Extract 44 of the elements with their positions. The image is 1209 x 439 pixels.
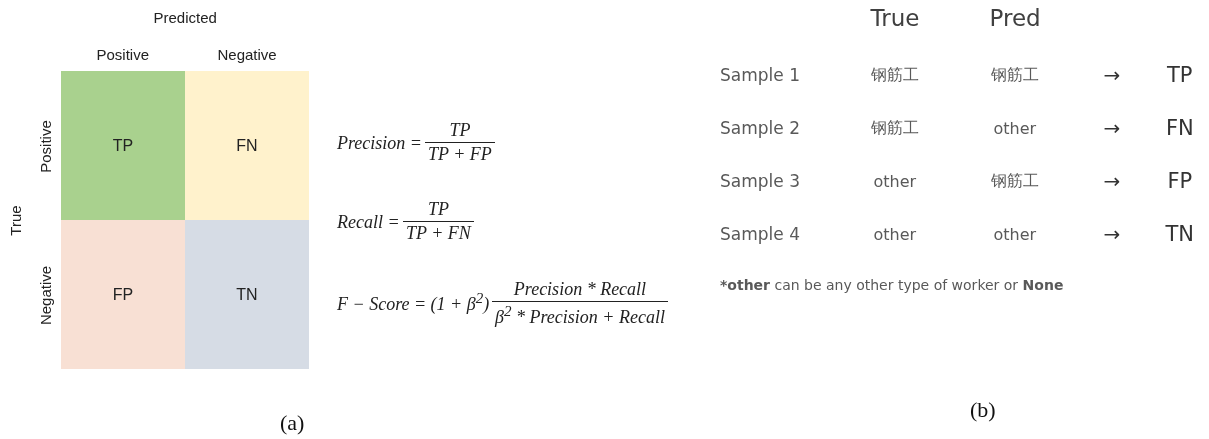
- arrow-symbol: →: [1103, 116, 1121, 140]
- table-cell: TN: [1165, 222, 1195, 246]
- row-header: Sample 3: [720, 171, 800, 191]
- row-header: Sample 4: [720, 224, 800, 244]
- column-header: Pred: [989, 5, 1041, 31]
- table-cell: FP: [1167, 169, 1193, 193]
- row-header: Sample 1: [720, 65, 800, 85]
- numerator: TP: [448, 120, 472, 142]
- footnote: *other can be any other type of worker or None: [720, 277, 1064, 293]
- denominator: TP + FN: [403, 221, 474, 244]
- arrow-symbol: →: [1103, 222, 1121, 246]
- formula-text: Recall =: [337, 211, 400, 233]
- row-header: Negative: [36, 265, 54, 325]
- arrow-symbol: →: [1103, 63, 1121, 87]
- numerator: Precision * Recall: [512, 279, 648, 301]
- table-cell: other: [993, 224, 1037, 244]
- formula-text: F − Score = (1 + β$^{2}$): [337, 289, 490, 315]
- table-cell: 钢筋工: [991, 170, 1039, 192]
- column-header: Negative: [217, 45, 277, 63]
- row-header: Positive: [36, 119, 54, 173]
- arrow-symbol: →: [1103, 169, 1121, 193]
- axis-title: True: [6, 204, 24, 236]
- panel-label: (b): [970, 397, 996, 423]
- table-cell: other: [873, 224, 917, 244]
- denominator: TP + FP: [425, 142, 495, 165]
- formula-text: Precision =: [337, 132, 422, 154]
- table-cell: other: [993, 118, 1037, 138]
- axis-title: Predicted: [153, 8, 217, 26]
- column-header: Positive: [96, 45, 150, 63]
- table-cell: 钢筋工: [991, 64, 1039, 86]
- numerator: TP: [426, 199, 450, 221]
- row-header: Sample 2: [720, 118, 800, 138]
- matrix-cell: TP: [61, 71, 185, 220]
- table-cell: 钢筋工: [871, 117, 919, 139]
- table-cell: 钢筋工: [871, 64, 919, 86]
- column-header: True: [870, 5, 920, 31]
- matrix-cell: FN: [185, 71, 309, 220]
- matrix-cell: TN: [185, 220, 309, 369]
- panel-label: (a): [280, 410, 305, 436]
- denominator: β$^{2}$ * Precision + Recall: [492, 301, 668, 328]
- table-cell: TP: [1167, 63, 1193, 87]
- table-cell: FN: [1166, 116, 1194, 140]
- table-cell: other: [873, 171, 917, 191]
- matrix-cell: FP: [61, 220, 185, 369]
